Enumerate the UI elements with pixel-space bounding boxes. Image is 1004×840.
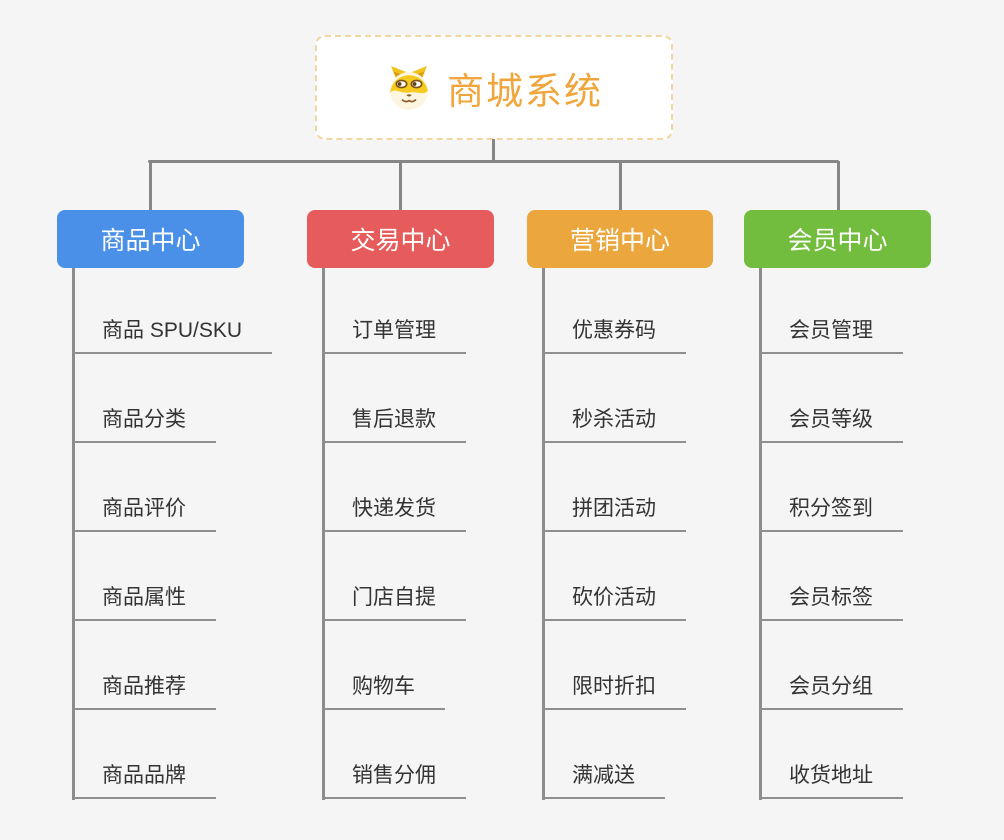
leaf-column-product: 商品 SPU/SKU 商品分类 商品评价 商品属性 商品推荐 商品品牌	[72, 268, 322, 800]
leaf-column-marketing: 优惠券码 秒杀活动 拼团活动 砍价活动 限时折扣 满减送	[542, 268, 792, 800]
leaf-node[interactable]: 商品品牌	[72, 759, 216, 799]
connector-drop-product	[148, 161, 152, 211]
leaf-node[interactable]: 订单管理	[322, 314, 466, 354]
connector-drop-member	[836, 161, 840, 211]
leaf-node[interactable]: 砍价活动	[542, 581, 686, 621]
leaf-node[interactable]: 商品分类	[72, 403, 216, 443]
connector-root-stub	[492, 139, 495, 162]
leaf-node[interactable]: 购物车	[322, 670, 445, 710]
dog-face-icon	[390, 65, 428, 110]
root-node[interactable]: 商城系统	[315, 35, 673, 140]
root-title: 商城系统	[447, 70, 603, 112]
branch-spine	[542, 268, 545, 800]
leaf-node[interactable]: 拼团活动	[542, 492, 686, 532]
leaf-node[interactable]: 快递发货	[322, 492, 466, 532]
leaf-column-member: 会员管理 会员等级 积分签到 会员标签 会员分组 收货地址	[759, 268, 1004, 800]
leaf-node[interactable]: 商品 SPU/SKU	[72, 314, 273, 354]
leaf-node[interactable]: 优惠券码	[542, 314, 686, 354]
leaf-node[interactable]: 会员分组	[759, 670, 903, 710]
leaf-node[interactable]: 秒杀活动	[542, 403, 686, 443]
connector-drop-trade	[399, 161, 402, 211]
leaf-node[interactable]: 积分签到	[759, 492, 903, 532]
branch-spine	[72, 268, 75, 800]
leaf-node[interactable]: 会员等级	[759, 403, 903, 443]
branch-spine	[322, 268, 325, 800]
leaf-node[interactable]: 销售分佣	[322, 759, 466, 799]
branch-node-product-center[interactable]: 商品中心	[57, 210, 244, 268]
branch-node-marketing-center[interactable]: 营销中心	[527, 210, 713, 268]
leaf-node[interactable]: 会员标签	[759, 581, 903, 621]
leaf-node[interactable]: 商品属性	[72, 581, 216, 621]
leaf-node[interactable]: 会员管理	[759, 314, 903, 354]
leaf-node[interactable]: 收货地址	[759, 759, 903, 799]
leaf-node[interactable]: 商品推荐	[72, 670, 216, 710]
leaf-node[interactable]: 门店自提	[322, 581, 466, 621]
leaf-column-trade: 订单管理 售后退款 快递发货 门店自提 购物车 销售分佣	[322, 268, 572, 800]
connector-rail	[148, 160, 839, 163]
connector-drop-marketing	[618, 161, 622, 211]
leaf-node[interactable]: 限时折扣	[542, 670, 686, 710]
leaf-node[interactable]: 售后退款	[322, 403, 466, 443]
branch-node-member-center[interactable]: 会员中心	[744, 210, 931, 268]
leaf-node[interactable]: 商品评价	[72, 492, 216, 532]
branch-node-trade-center[interactable]: 交易中心	[307, 210, 494, 268]
branch-spine	[759, 268, 762, 800]
leaf-node[interactable]: 满减送	[542, 759, 665, 799]
